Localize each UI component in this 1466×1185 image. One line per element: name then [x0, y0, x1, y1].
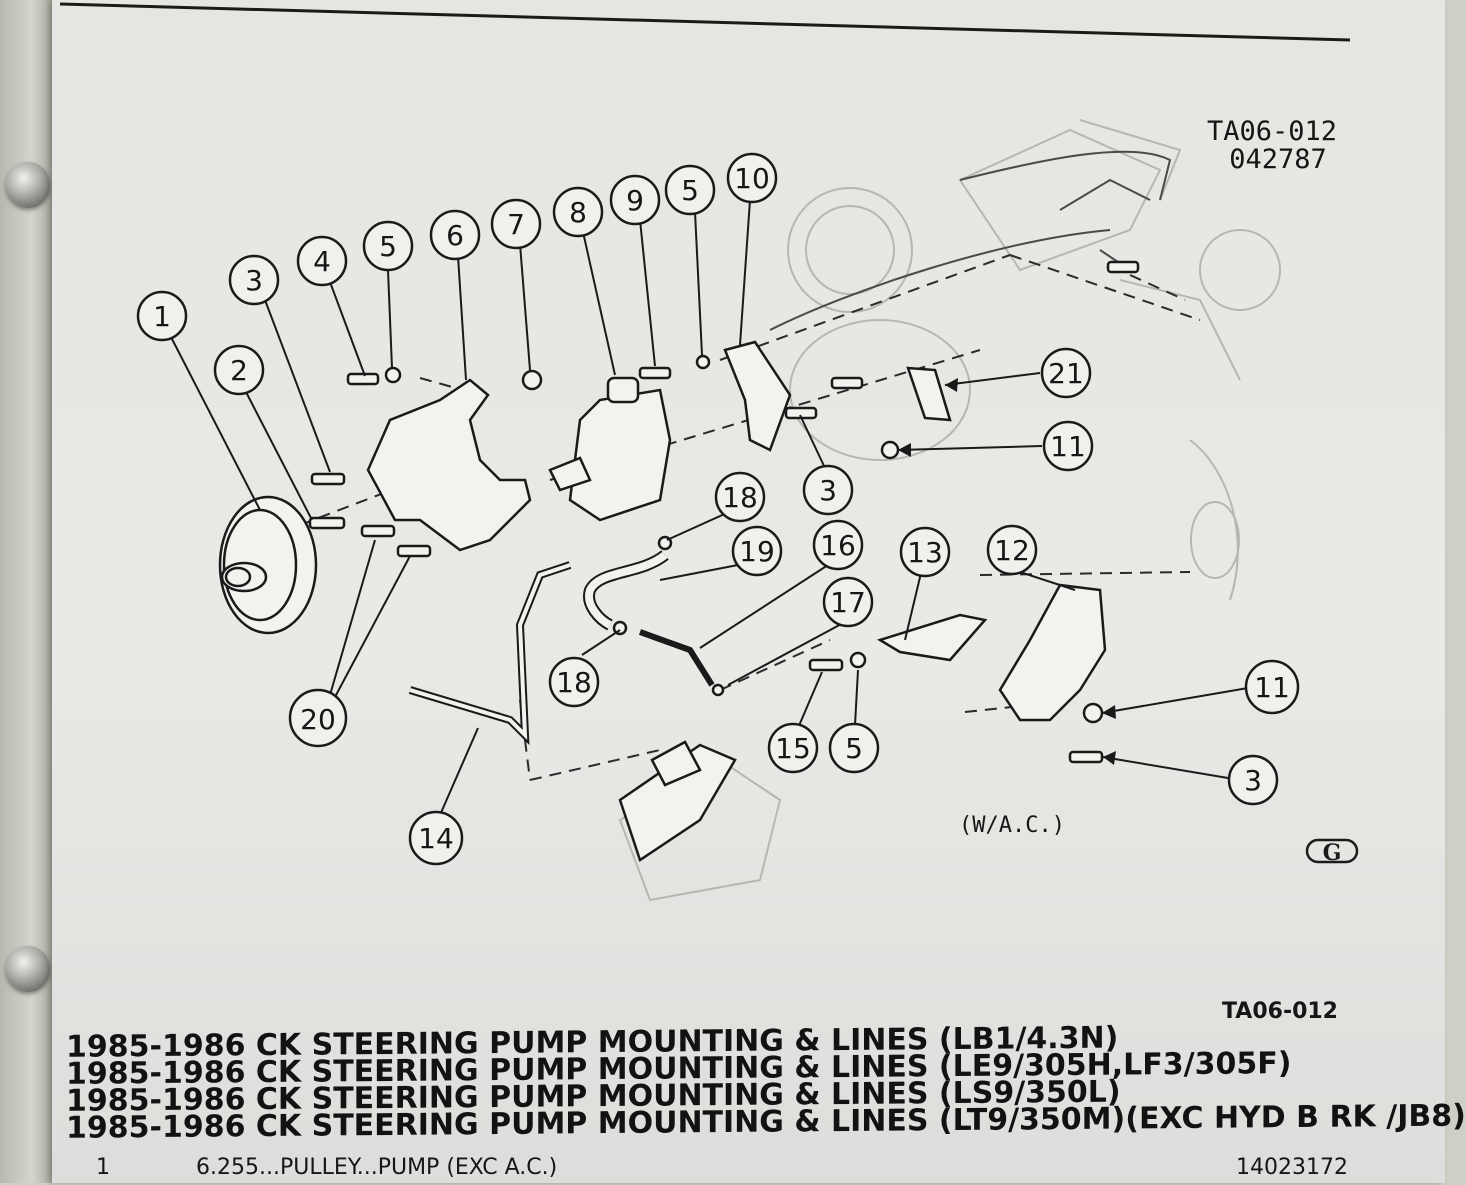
- callout-5-b: 5: [681, 174, 699, 207]
- callout-10: 10: [734, 162, 770, 195]
- callout-2: 2: [230, 354, 248, 387]
- part-number: 14023172: [1236, 1155, 1348, 1180]
- figure-code: TA06-012: [1207, 116, 1337, 147]
- callout-3: 3: [245, 264, 263, 297]
- leader-arrowheads: [898, 378, 1116, 765]
- callout-11-b: 11: [1254, 671, 1290, 704]
- callout-21: 21: [1048, 357, 1084, 390]
- ac-note: (W/A.C.): [959, 813, 1065, 838]
- pump-bracket-part: [366, 378, 532, 552]
- callout-4: 4: [313, 245, 331, 278]
- exploded-parts-diagram: TA06-012 042787: [59, 2, 1359, 1024]
- callout-9: 9: [626, 184, 644, 217]
- callout-numbers: 1 2 3 4 5 6 7 8 9 5 10 21 11 3 18 19 16 …: [153, 162, 1290, 855]
- strap-part: [876, 613, 988, 662]
- footer-figure-code: TA06-012: [1222, 999, 1338, 1024]
- gm-logo: G: [1305, 838, 1359, 866]
- callout-1: 1: [153, 300, 171, 333]
- parts-list-row: 1 6.255...PULLEY...PUMP (EXC A.C.) 14023…: [96, 1155, 1396, 1185]
- steering-pump-part: [548, 376, 672, 522]
- callout-19: 19: [739, 535, 775, 568]
- steering-gear-part: [618, 740, 737, 862]
- binder-edge: [0, 0, 58, 1183]
- callout-13: 13: [907, 536, 943, 569]
- binder-ring-top: [6, 162, 50, 208]
- rear-bracket-part: [998, 583, 1107, 722]
- part-item-number: 1: [96, 1155, 110, 1180]
- callout-20: 20: [300, 703, 336, 736]
- callout-6: 6: [446, 219, 464, 252]
- brace-part: [906, 366, 952, 422]
- callout-18: 18: [722, 481, 758, 514]
- leader-lines: [171, 199, 1249, 816]
- callout-15: 15: [775, 732, 811, 765]
- callout-3-b: 3: [819, 474, 837, 507]
- callout-17: 17: [830, 586, 866, 619]
- callout-5-c: 5: [845, 732, 863, 765]
- engine-block-outline: [769, 150, 1172, 331]
- date-code: 042787: [1229, 144, 1327, 175]
- callout-18-b: 18: [556, 666, 592, 699]
- header-rule: [59, 2, 1351, 42]
- pipe-part: [638, 629, 715, 687]
- binder-ring-bottom: [6, 946, 50, 992]
- callout-12: 12: [994, 534, 1030, 567]
- front-bracket-part: [723, 340, 792, 452]
- catalog-page: TA06-012 042787: [52, 0, 1445, 1183]
- pressure-hose-part: [408, 561, 572, 746]
- bolts: [308, 260, 1140, 764]
- callout-5: 5: [379, 230, 397, 263]
- pulley-part: [218, 495, 318, 635]
- part-description: 6.255...PULLEY...PUMP (EXC A.C.): [196, 1155, 558, 1180]
- callout-11: 11: [1050, 430, 1086, 463]
- callout-circles: [136, 152, 1300, 866]
- callout-8: 8: [569, 196, 587, 229]
- callout-3-c: 3: [1244, 764, 1262, 797]
- callout-16: 16: [820, 529, 856, 562]
- svg-text:G: G: [1323, 840, 1342, 866]
- callout-14: 14: [418, 822, 454, 855]
- catalog-titles: 1985-1986 CK STEERING PUMP MOUNTING & LI…: [66, 1021, 1466, 1146]
- callout-7: 7: [507, 208, 525, 241]
- engine-background: [618, 119, 1281, 902]
